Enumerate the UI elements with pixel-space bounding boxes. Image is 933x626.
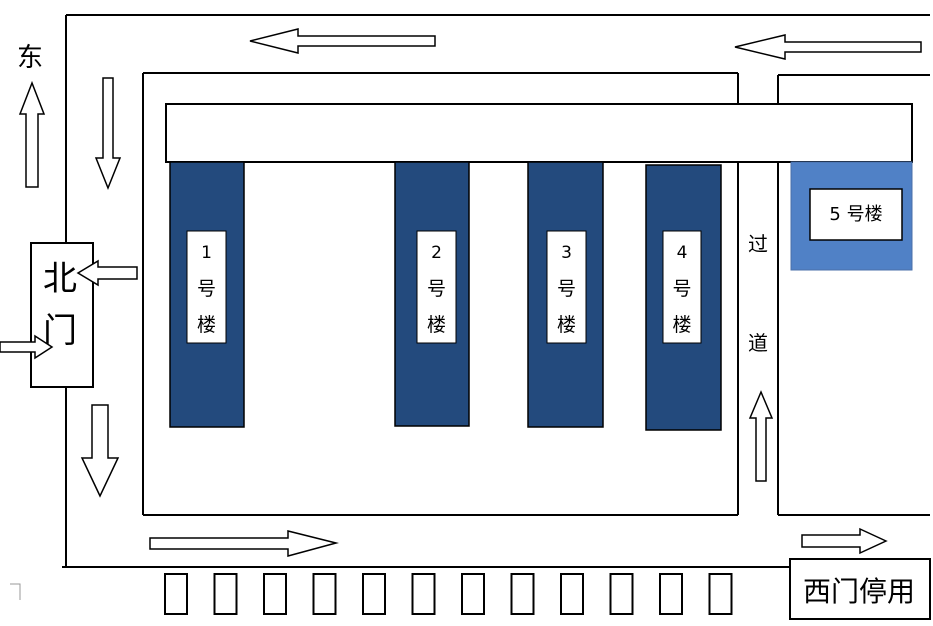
parking-slot xyxy=(659,573,683,615)
building-5: 5 号楼 xyxy=(790,161,913,271)
building-5-label-box xyxy=(809,188,903,241)
compass-direction-label: 东 xyxy=(17,43,43,73)
arrow-compass-up xyxy=(18,80,46,188)
north-gate-box xyxy=(30,242,94,388)
building-label-box xyxy=(662,230,702,344)
north-gate: 北 门 xyxy=(30,242,94,388)
building-3: 3 号楼 xyxy=(527,161,604,428)
west-gate: 西门停用 xyxy=(789,558,931,620)
arrow-top-left-2 xyxy=(734,34,922,60)
building-char-1: 号 xyxy=(672,278,691,300)
passage-char-1: 过 xyxy=(748,232,768,256)
parking-slots xyxy=(164,573,733,615)
parking-slot xyxy=(510,573,535,615)
building-2: 2 号楼 xyxy=(394,161,470,427)
building-char-2: 楼 xyxy=(427,314,446,336)
parking-slot xyxy=(461,573,485,615)
building-label-box xyxy=(186,230,227,344)
inner-block-boundary xyxy=(142,72,739,516)
building-number: 2 xyxy=(431,243,442,263)
parking-slot xyxy=(362,573,386,615)
parking-slot xyxy=(609,573,634,615)
building-label-box xyxy=(416,230,457,344)
building-5-label: 5 号楼 xyxy=(829,204,882,225)
parking-slot xyxy=(560,573,584,615)
west-gate-label: 西门停用 xyxy=(803,575,915,608)
passage-char-2: 道 xyxy=(748,331,768,355)
building-number: 1 xyxy=(201,243,212,263)
corner-mark xyxy=(10,583,21,600)
parking-slot xyxy=(164,573,188,615)
traffic-arrows xyxy=(0,28,922,557)
arrow-left-road-down-1 xyxy=(94,77,122,191)
corridor-bar xyxy=(165,103,913,163)
parking-slot xyxy=(213,573,238,615)
outer-road-boundary xyxy=(62,14,930,568)
building-char-2: 楼 xyxy=(197,314,216,336)
arrow-passage-up xyxy=(748,390,774,482)
arrow-north-gate-exit xyxy=(76,259,138,287)
building-char-2: 楼 xyxy=(672,314,691,336)
building-body xyxy=(645,164,722,431)
building-char-1: 号 xyxy=(197,278,216,300)
north-gate-char-1: 北 xyxy=(43,259,77,299)
parking-slot xyxy=(708,573,733,615)
building-char-1: 号 xyxy=(427,278,446,300)
arrow-bottom-right-2 xyxy=(801,527,888,555)
parking-slot xyxy=(263,573,287,615)
building-label-box xyxy=(546,230,587,344)
building-char-1: 号 xyxy=(557,278,576,300)
building-char-2: 楼 xyxy=(557,314,576,336)
parking-slot xyxy=(411,573,436,615)
building-number: 4 xyxy=(677,243,688,263)
parking-slot xyxy=(312,573,337,615)
arrow-bottom-right-1 xyxy=(149,530,339,557)
building-1: 1 号楼 xyxy=(169,161,245,428)
arrow-top-left-1 xyxy=(249,28,436,54)
arrow-left-road-down-2 xyxy=(80,404,120,498)
building-4: 4 号楼 xyxy=(645,164,722,431)
arrow-north-gate-entry xyxy=(0,334,54,360)
west-gate-box xyxy=(789,558,931,620)
building-number: 3 xyxy=(561,243,572,263)
